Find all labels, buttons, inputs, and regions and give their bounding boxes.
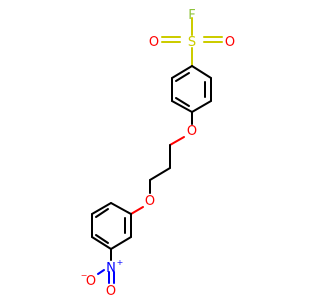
bond-o-ring xyxy=(130,206,144,215)
bond-n-o-left xyxy=(97,269,105,275)
bond xyxy=(91,202,112,215)
aromatic-inner-bond xyxy=(95,208,109,218)
bond xyxy=(91,236,112,250)
aromatic-inner-bond xyxy=(95,234,109,244)
top-benzene-ring xyxy=(171,65,212,125)
atom-oxygen-nitro-bottom: O xyxy=(106,284,116,299)
atom-nitrogen: N xyxy=(106,261,116,276)
aromatic-inner-bond xyxy=(175,97,190,107)
atom-oxygen-sulfonyl-left: O xyxy=(149,35,159,50)
aromatic-inner-bond xyxy=(175,72,190,82)
bond xyxy=(191,100,212,113)
nitrogen-charge: + xyxy=(117,258,124,267)
bond-c-c xyxy=(149,167,171,181)
structure-canvas: F S O O O O N + O − O xyxy=(80,8,236,299)
bond xyxy=(171,100,193,113)
nitro-group xyxy=(97,269,115,284)
bond xyxy=(191,65,212,79)
propyl-linker xyxy=(130,136,185,215)
oxygen-negative-charge: − xyxy=(81,271,88,280)
molecule-drawing: F S O O O O N + O − O xyxy=(81,8,235,299)
atom-oxygen-ether-bottom: O xyxy=(145,194,155,209)
sulfonyl-fluoride-group xyxy=(161,17,223,67)
atom-oxygen-ether-top: O xyxy=(187,124,197,139)
bond xyxy=(171,65,193,79)
atom-sulfur: S xyxy=(188,35,196,50)
bond-o-c xyxy=(169,136,185,146)
bond xyxy=(110,202,132,215)
bottom-benzene-ring xyxy=(91,202,132,261)
bond xyxy=(110,236,132,250)
atom-oxygen-sulfonyl-right: O xyxy=(225,35,235,50)
atom-fluorine: F xyxy=(188,8,195,23)
atom-oxygen-nitro-left: O xyxy=(86,274,96,289)
